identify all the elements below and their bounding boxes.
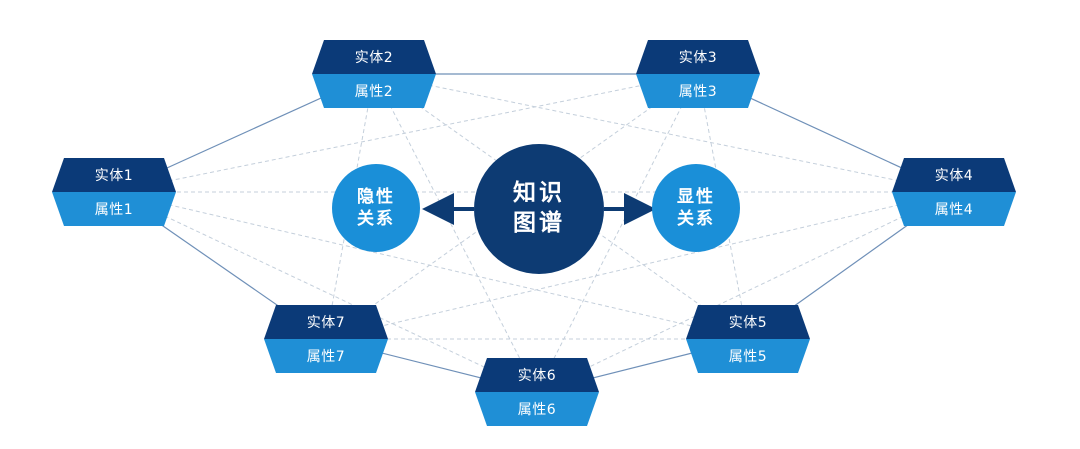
explicit-relation-circle: 显性 关系	[652, 164, 740, 252]
knowledge-graph-circle: 知识 图谱	[474, 144, 604, 274]
attribute-label-6: 属性6	[475, 392, 599, 426]
dashed-relation-line	[536, 191, 955, 393]
entity-node-4: 实体4 属性4	[892, 158, 1016, 226]
dashed-relation-line	[373, 73, 955, 193]
knowledge-graph-line1: 知识	[513, 180, 565, 207]
entity-label-5: 实体5	[686, 305, 810, 339]
attribute-label-1: 属性1	[52, 192, 176, 226]
entity-node-5: 实体5 属性5	[686, 305, 810, 373]
knowledge-graph-line2: 图谱	[513, 210, 565, 236]
attribute-label-7: 属性7	[264, 339, 388, 373]
entity-label-6: 实体6	[475, 358, 599, 392]
dashed-relation-line	[325, 191, 955, 340]
entity-node-7: 实体7 属性7	[264, 305, 388, 373]
explicit-relation-line2: 关系	[677, 209, 715, 229]
entity-label-4: 实体4	[892, 158, 1016, 192]
attribute-label-4: 属性4	[892, 192, 1016, 226]
implicit-relation-circle: 隐性 关系	[332, 164, 420, 252]
entity-node-1: 实体1 属性1	[52, 158, 176, 226]
entity-node-3: 实体3 属性3	[636, 40, 760, 108]
dashed-relation-line	[113, 191, 538, 393]
dashed-relation-line	[325, 73, 699, 340]
entity-label-3: 实体3	[636, 40, 760, 74]
attribute-label-2: 属性2	[312, 74, 436, 108]
entity-node-2: 实体2 属性2	[312, 40, 436, 108]
explicit-relation-line1: 显性	[677, 186, 715, 207]
entity-label-1: 实体1	[52, 158, 176, 192]
dashed-relation-line	[373, 73, 749, 340]
entity-node-6: 实体6 属性6	[475, 358, 599, 426]
entity-label-2: 实体2	[312, 40, 436, 74]
attribute-label-3: 属性3	[636, 74, 760, 108]
implicit-relation-line2: 关系	[357, 209, 395, 229]
entity-label-7: 实体7	[264, 305, 388, 339]
dashed-relation-line	[113, 73, 699, 193]
implicit-relation-line1: 隐性	[357, 186, 395, 207]
dashed-relation-line	[113, 191, 749, 340]
attribute-label-5: 属性5	[686, 339, 810, 373]
